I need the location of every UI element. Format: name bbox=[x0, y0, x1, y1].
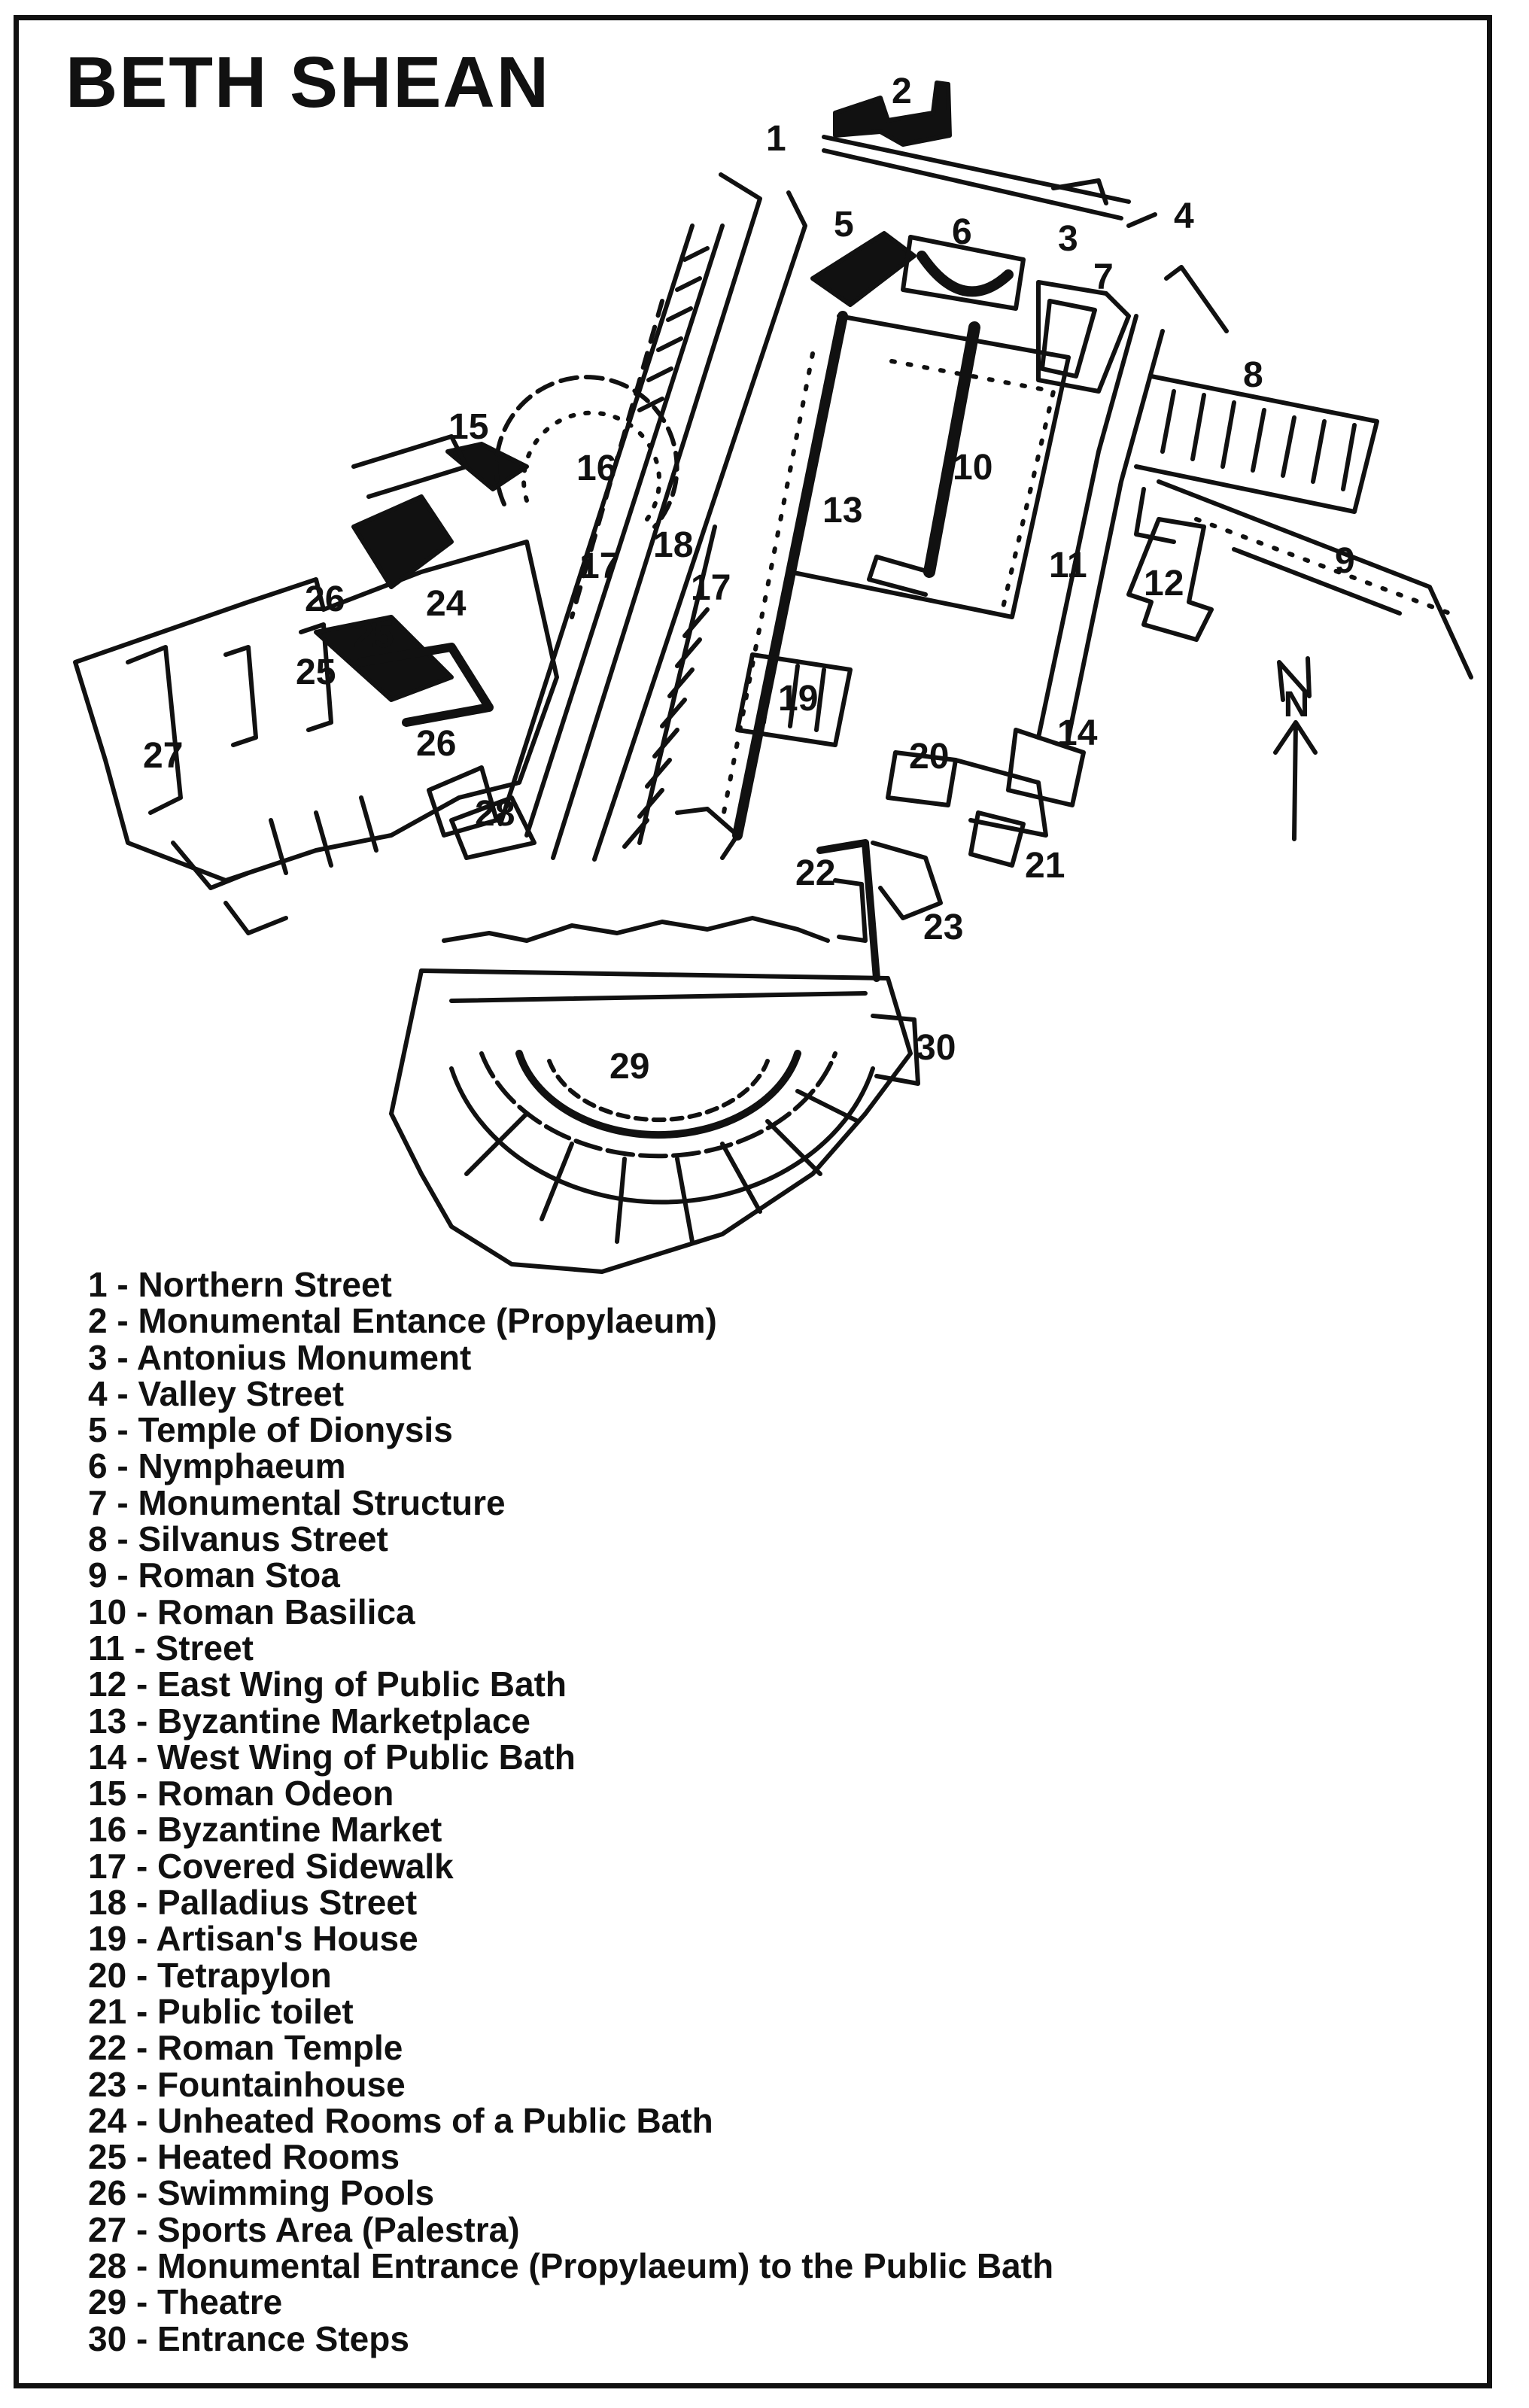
legend-item: 24 - Unheated Rooms of a Public Bath bbox=[88, 2100, 713, 2140]
north-label: N bbox=[1284, 685, 1310, 725]
legend-item: 26 - Swimming Pools bbox=[88, 2173, 435, 2213]
label-site-5: 5 bbox=[834, 205, 854, 245]
label-site-16: 16 bbox=[576, 448, 616, 488]
legend-item: 1 - Northern Street bbox=[88, 1265, 392, 1304]
legend-item: 12 - East Wing of Public Bath bbox=[88, 1665, 567, 1704]
legend: 1 - Northern Street 2 - Monumental Entan… bbox=[88, 1266, 1053, 2357]
artisans-house bbox=[735, 652, 853, 747]
east-wing-of-public-bath bbox=[1126, 517, 1214, 642]
legend-item: 13 - Byzantine Marketplace bbox=[88, 1701, 531, 1741]
label-site-25-south: 25 bbox=[296, 652, 336, 692]
legend-item: 30 - Entrance Steps bbox=[88, 2318, 409, 2358]
north-arrow bbox=[1273, 656, 1318, 841]
label-site-19: 19 bbox=[778, 679, 818, 719]
label-site-7: 7 bbox=[1093, 257, 1114, 297]
legend-item: 16 - Byzantine Market bbox=[88, 1810, 442, 1850]
label-site-3: 3 bbox=[1058, 219, 1078, 259]
temple-and-nymphaeum bbox=[732, 231, 1071, 841]
label-site-13: 13 bbox=[822, 491, 862, 531]
public-bath-complex bbox=[73, 434, 559, 935]
legend-item: 2 - Monumental Entance (Propylaeum) bbox=[88, 1301, 717, 1341]
label-site-26-north: 26 bbox=[305, 579, 345, 619]
legend-item: 23 - Fountainhouse bbox=[88, 2064, 406, 2104]
valley-street-remains bbox=[1036, 178, 1229, 394]
legend-item: 22 - Roman Temple bbox=[88, 2028, 403, 2068]
legend-item: 29 - Theatre bbox=[88, 2282, 283, 2322]
label-site-1: 1 bbox=[766, 119, 786, 159]
label-site-29: 29 bbox=[609, 1047, 649, 1087]
site-plan: 1 2 3 4 5 6 7 8 9 10 11 12 13 14 15 16 1… bbox=[73, 71, 1473, 1274]
label-site-27: 27 bbox=[143, 736, 183, 776]
silvanus-street bbox=[1036, 314, 1473, 740]
label-site-30: 30 bbox=[916, 1028, 956, 1068]
roman-odeon bbox=[445, 375, 679, 529]
legend-item: 14 - West Wing of Public Bath bbox=[88, 1737, 576, 1777]
palladius-street bbox=[498, 223, 725, 838]
label-site-9: 9 bbox=[1335, 541, 1355, 581]
label-site-8: 8 bbox=[1243, 355, 1263, 395]
label-site-22: 22 bbox=[795, 853, 835, 893]
legend-item: 3 - Antonius Monument bbox=[88, 1337, 472, 1377]
label-site-10: 10 bbox=[953, 448, 992, 488]
label-site-12: 12 bbox=[1144, 564, 1184, 604]
legend-item: 20 - Tetrapylon bbox=[88, 1955, 332, 1995]
legend-item: 11 - Street bbox=[88, 1628, 254, 1668]
label-site-2: 2 bbox=[892, 71, 912, 111]
legend-item: 21 - Public toilet bbox=[88, 1991, 354, 2031]
legend-item: 9 - Roman Stoa bbox=[88, 1555, 340, 1595]
label-site-21: 21 bbox=[1025, 846, 1065, 886]
legend-item: 8 - Silvanus Street bbox=[88, 1519, 388, 1559]
theatre bbox=[389, 916, 920, 1274]
label-site-4: 4 bbox=[1174, 196, 1194, 236]
label-site-6: 6 bbox=[952, 212, 972, 252]
propylaeum-building bbox=[822, 81, 1131, 220]
label-site-20: 20 bbox=[909, 737, 949, 777]
byzantine-marketplace bbox=[622, 351, 815, 860]
legend-item: 5 - Temple of Dionysis bbox=[88, 1410, 453, 1450]
label-site-25-north: 25 bbox=[354, 616, 394, 655]
label-site-26-south: 26 bbox=[416, 724, 456, 764]
legend-item: 7 - Monumental Structure bbox=[88, 1482, 506, 1522]
tetrapylon-area bbox=[886, 728, 1086, 868]
label-site-14: 14 bbox=[1057, 713, 1098, 753]
legend-item: 27 - Sports Area (Palestra) bbox=[88, 2209, 520, 2249]
label-site-24: 24 bbox=[426, 584, 467, 624]
legend-item: 6 - Nymphaeum bbox=[88, 1446, 346, 1486]
legend-item: 17 - Covered Sidewalk bbox=[88, 1846, 454, 1886]
legend-item: 28 - Monumental Entrance (Propylaeum) to… bbox=[88, 2246, 1054, 2286]
label-site-23: 23 bbox=[923, 908, 963, 947]
label-site-11: 11 bbox=[1049, 546, 1087, 585]
legend-item: 10 - Roman Basilica bbox=[88, 1592, 415, 1631]
roman-temple-and-fountainhouse bbox=[816, 839, 943, 982]
label-site-17-east: 17 bbox=[691, 568, 731, 608]
legend-item: 15 - Roman Odeon bbox=[88, 1774, 394, 1814]
label-site-15: 15 bbox=[448, 407, 488, 447]
label-site-28: 28 bbox=[475, 794, 515, 834]
legend-item: 19 - Artisan's House bbox=[88, 1919, 418, 1959]
northern-street bbox=[551, 172, 807, 862]
label-site-17-west: 17 bbox=[579, 546, 619, 586]
site-number-labels: 1 2 3 4 5 6 7 8 9 10 11 12 13 14 15 16 1… bbox=[143, 71, 1355, 1087]
legend-item: 18 - Palladius Street bbox=[88, 1883, 418, 1923]
legend-item: 4 - Valley Street bbox=[88, 1373, 345, 1413]
legend-item: 25 - Heated Rooms bbox=[88, 2137, 400, 2177]
map-title: BETH SHEAN bbox=[65, 42, 551, 123]
label-site-18: 18 bbox=[653, 525, 693, 565]
